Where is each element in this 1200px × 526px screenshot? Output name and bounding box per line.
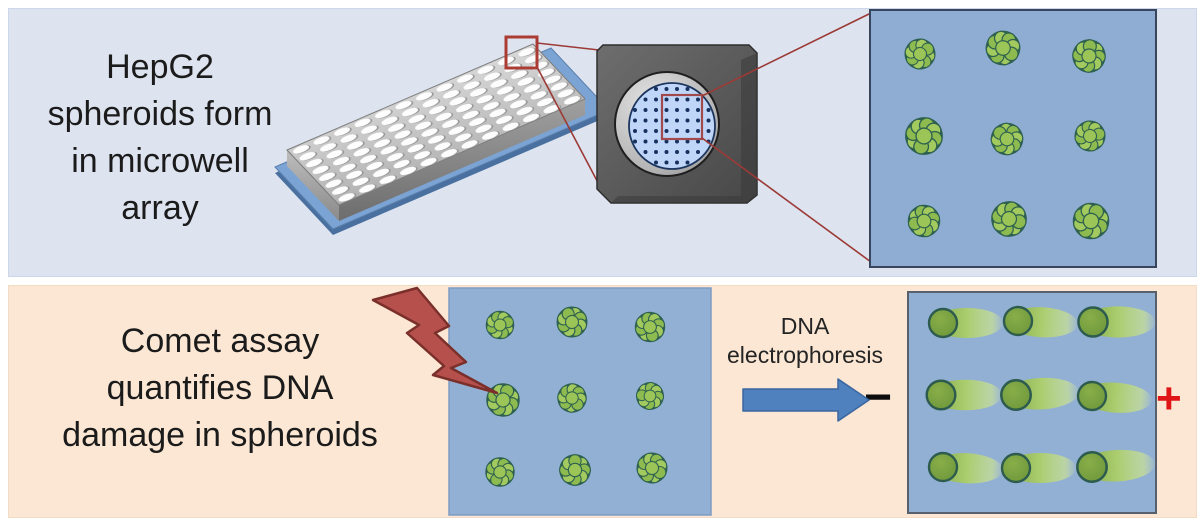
- formation-caption: HepG2 spheroids form in microwell array: [47, 48, 273, 227]
- anode-symbol: +: [1156, 374, 1182, 423]
- comet-caption: Comet assay quantifies DNA damage in sph…: [62, 322, 378, 454]
- electrophoresis-label: DNA electrophoresis: [727, 313, 883, 369]
- cathode-symbol: −: [864, 371, 893, 424]
